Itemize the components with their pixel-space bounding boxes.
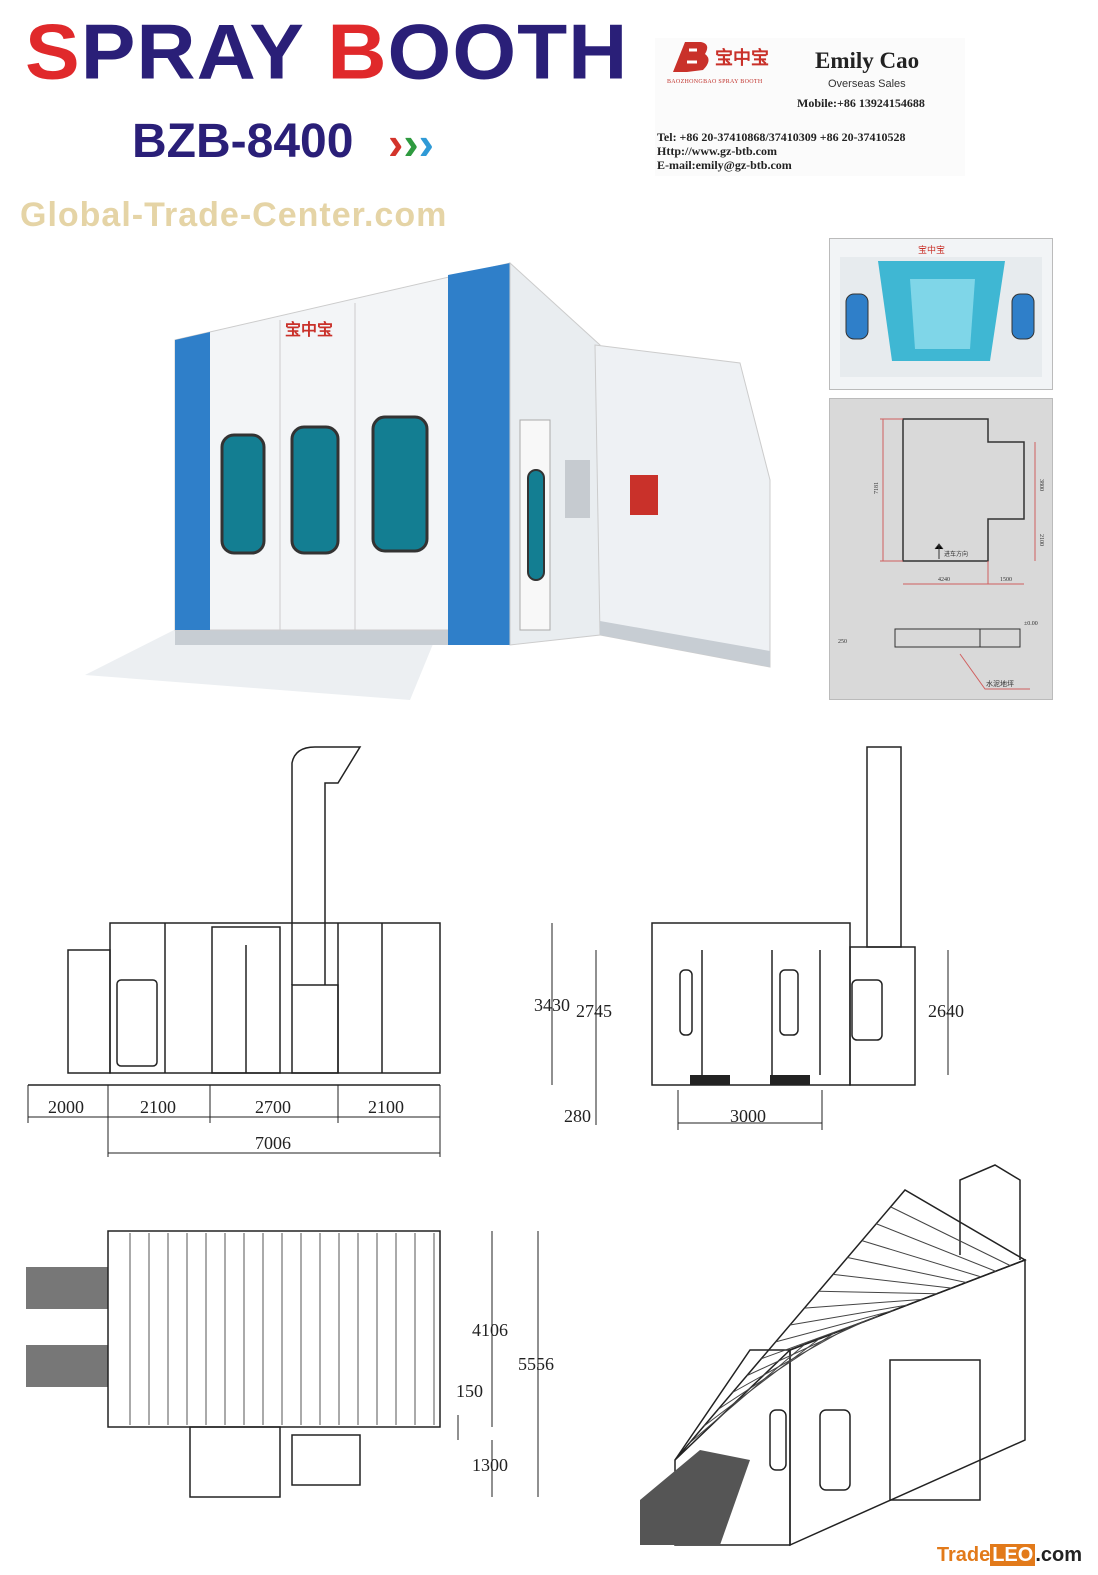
svg-text:3430: 3430	[534, 995, 570, 1015]
door-window	[220, 433, 266, 555]
spray-booth-photo: 宝中宝	[85, 261, 771, 700]
svg-text:2640: 2640	[928, 1001, 964, 1021]
svg-text:1300: 1300	[472, 1455, 508, 1475]
roof-panel-line	[833, 1273, 952, 1289]
svg-text:280: 280	[564, 1106, 591, 1126]
front-elevation-drawing: 3430 2745 2640 280 3000	[534, 746, 964, 1130]
roof-panel-line	[890, 1206, 1011, 1267]
title-initial-b: B	[327, 9, 388, 96]
contact-mobile: Mobile:+86 13924154688	[797, 96, 925, 110]
svg-text:250: 250	[838, 639, 847, 645]
svg-text:2700: 2700	[255, 1097, 291, 1117]
right-blue-panel	[448, 263, 510, 645]
roof-panel-line	[717, 1332, 835, 1410]
interior-photo: 宝中宝	[829, 238, 1053, 390]
svg-text:2100: 2100	[368, 1097, 404, 1117]
svg-text:150: 150	[456, 1381, 483, 1401]
contact-card: 宝中宝 BAOZHONGBAO SPRAY BOOTH Emily Cao Ov…	[655, 38, 965, 176]
roof-panel-line	[746, 1321, 864, 1377]
roof-panel-line	[703, 1338, 820, 1427]
contact-email[interactable]: E-mail:emily@gz-btb.com	[657, 158, 792, 172]
svg-text:2100: 2100	[140, 1097, 176, 1117]
watermark: Global-Trade-Center.com	[20, 196, 448, 234]
svg-text:4240: 4240	[938, 577, 950, 583]
roof-panel-line	[732, 1327, 849, 1393]
exhaust-grille	[26, 1267, 108, 1309]
roof-panel-line	[789, 1304, 908, 1326]
svg-text:7006: 7006	[255, 1133, 291, 1153]
svg-text:2100: 2100	[1038, 534, 1044, 546]
svg-text:2745: 2745	[576, 1001, 612, 1021]
side-elevation-drawing: 2000 2100 2700 2100 7006	[27, 746, 441, 1157]
top-plan-drawing: 4106 5556 150 1300	[26, 1230, 554, 1498]
contact-role: Overseas Sales	[828, 78, 906, 90]
contact-tel: Tel: +86 20-37410868/37410309 +86 20-374…	[657, 130, 906, 144]
contact-name: Emily Cao	[815, 48, 920, 73]
door-window	[290, 425, 340, 555]
svg-text:宝中宝: 宝中宝	[715, 47, 769, 68]
roof-panel-line	[775, 1310, 893, 1343]
roof-panel-line	[804, 1298, 923, 1309]
svg-text:3800: 3800	[1038, 479, 1044, 491]
left-blue-panel	[175, 332, 210, 630]
svg-text:进车方向: 进车方向	[944, 550, 968, 558]
title-word-spray: PRAY	[80, 9, 328, 96]
chevron-blue-icon: ›	[418, 117, 434, 169]
floor-plan-drawing: 7181 3800 2100 4240 1500 进车方向 250 ±0.00 …	[829, 398, 1053, 700]
chevron-green-icon: ›	[403, 117, 419, 169]
roof-panel-line	[818, 1290, 937, 1295]
page-title: SPRAY BOOTH	[25, 10, 628, 96]
title-word-booth: OOTH	[387, 9, 629, 96]
exhaust-grille	[26, 1345, 108, 1387]
svg-text:水泥地坪: 水泥地坪	[986, 679, 1014, 688]
roof-panel-line	[847, 1257, 967, 1283]
roof-panel-line	[761, 1315, 879, 1360]
brand-subtitle: BAOZHONGBAO SPRAY BOOTH	[667, 79, 763, 85]
svg-text:5556: 5556	[518, 1354, 554, 1374]
chevron-arrows-icon: ›››	[388, 120, 434, 166]
svg-text:±0.00: ±0.00	[1024, 621, 1038, 627]
title-initial-s: S	[25, 9, 81, 96]
brand-logo-icon: 宝中宝	[673, 42, 769, 72]
svg-text:宝中宝: 宝中宝	[918, 244, 945, 255]
model-number: BZB-8400	[132, 115, 354, 168]
svg-text:1500: 1500	[1000, 577, 1012, 583]
roof-panel-line	[876, 1223, 996, 1272]
control-box	[630, 475, 658, 515]
isometric-drawing	[640, 1164, 1027, 1547]
door-window	[371, 415, 429, 553]
contact-website[interactable]: Http://www.gz-btb.com	[657, 144, 777, 158]
ramp-grid	[640, 1450, 750, 1545]
svg-text:2000: 2000	[48, 1097, 84, 1117]
roof-panel-line	[861, 1240, 982, 1278]
chevron-red-icon: ›	[388, 117, 404, 169]
svg-text:4106: 4106	[472, 1320, 508, 1340]
entry-ramp	[85, 627, 440, 700]
svg-text:3000: 3000	[730, 1106, 766, 1126]
svg-text:宝中宝: 宝中宝	[285, 320, 333, 339]
svg-text:7181: 7181	[874, 482, 880, 494]
